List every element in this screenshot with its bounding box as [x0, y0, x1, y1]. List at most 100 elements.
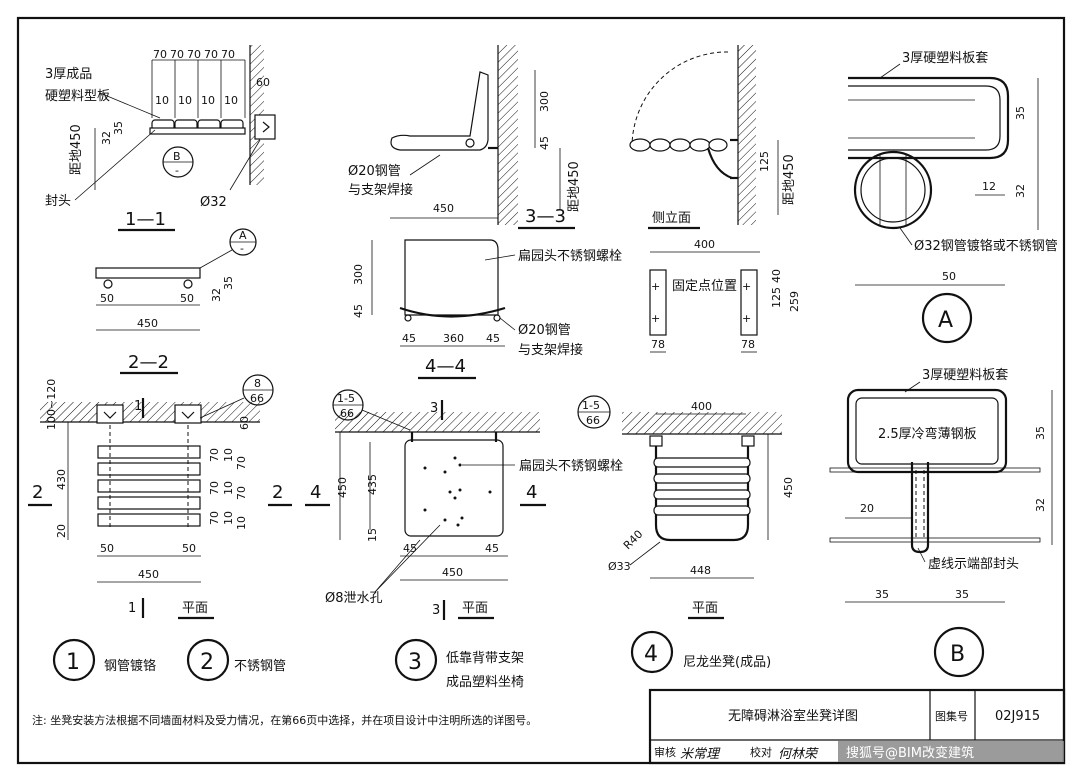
- fix-w2: 78: [741, 338, 755, 351]
- detA-pipe: Ø32钢管镀铬或不锈钢管: [914, 238, 1058, 254]
- plan4-callout-2: 66: [586, 414, 600, 427]
- plan1-r1-2: 70: [208, 481, 221, 495]
- section-3-3: 300 45 距地450 Ø20钢管 与支架焊接 450 3—3: [348, 45, 582, 230]
- plan3-callout-1: 1-5: [337, 392, 355, 405]
- s11-h2: 35: [112, 121, 125, 135]
- atlas-label: 图集号: [935, 709, 968, 723]
- side-height: 125: [758, 151, 771, 172]
- plan1-callout-1: 8: [254, 377, 261, 390]
- s22-d2: 50: [180, 292, 194, 305]
- s44-d3: 45: [486, 332, 500, 345]
- s11-dim-top-4: 70: [204, 48, 218, 61]
- plan4-title: 平面: [692, 601, 718, 616]
- detB-steel: 2.5厚冷弯薄钢板: [878, 426, 977, 442]
- plan3-title: 平面: [462, 601, 488, 616]
- s44-section-title: 4—4: [425, 356, 466, 377]
- s44-d1: 45: [402, 332, 416, 345]
- svg-text:+: +: [651, 280, 660, 293]
- plan3-bolt: 扁园头不锈钢螺栓: [519, 459, 623, 474]
- legend: 1 钢管镀铬 2 不锈钢管 3 低靠背带支架 成品塑料坐椅 4 尼龙坐凳(成品): [52, 630, 771, 690]
- reviewer-signature: 米常理: [680, 747, 721, 762]
- s11-ground: 距地450: [69, 124, 84, 175]
- plan1-r1-1: 70: [208, 448, 221, 462]
- s33-h1: 300: [538, 91, 551, 112]
- s11-dim-top-2: 70: [170, 48, 184, 61]
- s44-h1: 300: [352, 264, 365, 285]
- plan4-callout-1: 1-5: [582, 399, 600, 412]
- plan3-drain: Ø8泄水孔: [325, 591, 383, 606]
- legend-num-2: 2: [200, 650, 214, 675]
- plan1-callout-2: 66: [250, 392, 264, 405]
- s11-dim-top-5: 70: [221, 48, 235, 61]
- plan1-cut-left: 2: [32, 482, 43, 503]
- plan1-r2-4: 10: [235, 516, 248, 530]
- plan1-r2-3: 10: [222, 511, 235, 525]
- svg-text:+: +: [651, 312, 660, 325]
- s11-pipe-label: Ø32: [200, 195, 227, 210]
- plan1-side: 60: [238, 416, 251, 430]
- fix-d2: 40: [770, 269, 783, 283]
- plan4-width-2: 448: [690, 564, 711, 577]
- sheet-border: [16, 16, 1066, 765]
- s44-pipe-2: 与支架焊接: [518, 342, 583, 358]
- legend-num-1: 1: [66, 650, 80, 675]
- checker-signature: 何林荣: [778, 747, 819, 762]
- plan1-bottom: 20: [55, 524, 68, 538]
- s22-section-title: 2—2: [128, 352, 169, 373]
- s44-d2: 360: [443, 332, 464, 345]
- plan-1: 100~120 1 8 66 60 430 70 70 70 10 10 70 …: [28, 374, 292, 620]
- s11-dim-gap-2: 10: [178, 94, 192, 107]
- s11-dim-top-1: 70: [153, 48, 167, 61]
- svg-text:+: +: [742, 280, 751, 293]
- detB-dist: 20: [860, 502, 874, 515]
- s11-cap-label: 封头: [45, 194, 71, 209]
- s11-dim-gap-4: 10: [224, 94, 238, 107]
- detB-cap: 虚线示端部封头: [928, 557, 1019, 572]
- plan4-radius: R40: [621, 528, 645, 552]
- s33-pipe-1: Ø20钢管: [348, 164, 401, 179]
- fix-width: 400: [694, 238, 715, 251]
- s44-bolt: 扁园头不锈钢螺栓: [518, 249, 622, 264]
- s44-h2: 45: [352, 304, 365, 318]
- s11-callout: B: [173, 150, 181, 163]
- plan1-height: 430: [55, 469, 68, 490]
- fix-d1: 125: [770, 287, 783, 308]
- s11-dim-top-3: 70: [187, 48, 201, 61]
- plan1-cut-right: 2: [272, 482, 283, 503]
- s22-callout-sub: -: [240, 242, 244, 255]
- plan1-axis-bottom: 1: [128, 601, 136, 616]
- detA-width: 50: [942, 270, 956, 283]
- s11-layer-label-2: 硬塑料型板: [45, 89, 110, 104]
- legend-text-1: 钢管镀铬: [104, 658, 156, 674]
- s33-width: 450: [433, 202, 454, 215]
- fix-d3: 259: [788, 291, 801, 312]
- plan4-height: 450: [782, 477, 795, 498]
- section-4-4: 300 45 扁园头不锈钢螺栓 Ø20钢管 与支架焊接 45 360 45 4—…: [352, 239, 622, 380]
- detB-h1: 35: [1034, 426, 1047, 440]
- side-elevation: 125 距地450 侧立面: [629, 45, 797, 230]
- plan3-h3: 15: [366, 528, 379, 542]
- detB-w1: 35: [875, 588, 889, 601]
- detail-a: 3厚硬塑料板套 35 32 12 Ø32钢管镀铬或不锈钢管 50 A: [848, 50, 1058, 344]
- s22-h1: 32: [210, 288, 223, 302]
- plan3-callout-2: 66: [340, 407, 354, 420]
- fix-w1: 78: [651, 338, 665, 351]
- s22-h2: 35: [222, 276, 235, 290]
- plan1-axis: 1: [134, 399, 142, 414]
- s11-dim-gap-1: 10: [155, 94, 169, 107]
- plan-4: 1-5 66 400 450 R40 Ø33 448 平面: [577, 395, 795, 620]
- plan1-r2-1: 10: [222, 448, 235, 462]
- svg-text:+: +: [742, 312, 751, 325]
- s11-section-title: 1—1: [125, 209, 166, 230]
- plan1-r1-5: 70: [235, 486, 248, 500]
- plan3-d2: 45: [485, 542, 499, 555]
- plan1-title: 平面: [182, 601, 208, 616]
- plan3-h2: 435: [366, 474, 379, 495]
- s11-callout-sub: -: [175, 164, 179, 177]
- plan3-d1: 45: [403, 542, 417, 555]
- legend-text-4: 尼龙坐凳(成品): [683, 654, 771, 670]
- plan1-top: 100~120: [45, 379, 58, 430]
- plan1-width: 450: [138, 568, 159, 581]
- detB-label: B: [950, 642, 965, 667]
